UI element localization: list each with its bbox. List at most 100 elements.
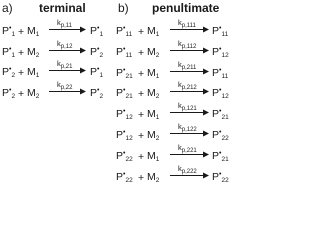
growing-radical: P•1: [2, 46, 15, 59]
plus-sign: +: [138, 109, 145, 122]
product-radical-letter: P: [212, 45, 220, 58]
rate-constant-letter: k: [178, 142, 182, 152]
growing-radical-letter: P: [116, 66, 124, 79]
growing-radical: P•2: [2, 87, 15, 100]
plus-sign: +: [138, 171, 145, 184]
rate-constant-subscript: p,21: [60, 64, 73, 70]
growing-radical-letter: P: [2, 25, 10, 37]
product-radical-radical-mark: •: [219, 66, 222, 74]
growing-radical-subscript: 11: [125, 31, 133, 38]
product-radical-letter: P: [212, 87, 220, 100]
product-radical-radical-mark: •: [219, 129, 222, 136]
rate-constant-letter: k: [57, 79, 61, 89]
reaction-arrow: [49, 88, 86, 94]
rate-constant-letter: k: [178, 59, 182, 69]
reaction-arrow: [170, 151, 209, 158]
growing-radical-subscript: 2: [11, 92, 16, 100]
rate-constant-subscript: p,22: [60, 84, 73, 91]
monomer: M1: [147, 25, 159, 38]
monomer-letter: M: [147, 25, 156, 37]
growing-radical-letter: P: [116, 87, 124, 100]
monomer-letter: M: [147, 108, 156, 121]
reaction-arrow: [49, 47, 86, 53]
growing-radical-letter: P: [116, 45, 124, 58]
rate-constant-letter: k: [178, 163, 182, 173]
product-radical-radical-mark: •: [97, 66, 100, 73]
product-radical-subscript: 22: [221, 176, 229, 184]
product-radical-subscript: 1: [99, 72, 104, 79]
monomer-letter: M: [27, 45, 36, 58]
product-radical-subscript: 12: [221, 93, 229, 101]
product-radical-subscript: 22: [221, 135, 229, 142]
growing-radical-radical-mark: •: [123, 45, 126, 53]
plus-sign: +: [138, 26, 145, 38]
rate-constant-subscript: p,221: [181, 147, 197, 154]
plus-sign: +: [18, 26, 25, 38]
product-radical-radical-mark: •: [219, 45, 222, 53]
growing-radical: P•12: [116, 129, 133, 142]
growing-radical-letter: P: [2, 86, 10, 99]
panel-b-title: penultimate: [152, 1, 220, 15]
rate-constant-subscript: p,12: [60, 43, 73, 50]
plus-sign: +: [138, 88, 145, 101]
monomer: M1: [147, 150, 159, 163]
growing-radical-radical-mark: •: [9, 86, 12, 94]
product-radical-subscript: 2: [99, 51, 104, 59]
growing-radical: P•11: [116, 46, 132, 59]
product-radical-radical-mark: •: [219, 25, 222, 32]
plus-sign: +: [18, 67, 25, 79]
monomer: M2: [27, 87, 39, 100]
monomer-subscript: 2: [155, 176, 160, 184]
arrow-head: [203, 109, 209, 116]
rate-constant: kp,112: [178, 39, 196, 50]
product-radical-subscript: 12: [221, 51, 229, 59]
arrow-head: [203, 88, 209, 95]
product-radical-letter: P: [90, 45, 98, 58]
growing-radical-subscript: 22: [125, 155, 133, 163]
growing-radical: P•1: [2, 25, 15, 38]
growing-radical: P•22: [116, 171, 133, 184]
panel-a-label: a): [2, 1, 13, 15]
monomer-letter: M: [147, 87, 156, 100]
growing-radical-subscript: 1: [11, 51, 16, 59]
rate-constant: kp,221: [178, 143, 197, 154]
growing-radical-subscript: 12: [125, 114, 133, 122]
rate-constant-subscript: p,212: [181, 85, 197, 92]
plus-sign: +: [138, 130, 145, 142]
monomer: M2: [147, 171, 159, 184]
growing-radical: P•22: [116, 150, 133, 163]
arrow-head: [203, 151, 209, 158]
rate-constant-subscript: p,112: [181, 43, 197, 50]
rate-constant: kp,11: [57, 18, 72, 29]
reaction-arrow: [170, 172, 209, 179]
monomer-letter: M: [147, 129, 156, 141]
reaction-arrow: [170, 47, 209, 54]
product-radical: P•1: [90, 66, 103, 79]
monomer: M1: [27, 25, 39, 38]
growing-radical-radical-mark: •: [123, 25, 126, 32]
growing-radical-radical-mark: •: [123, 149, 126, 157]
product-radical: P•12: [212, 87, 229, 100]
reaction-arrow: [170, 26, 209, 33]
product-radical-subscript: 21: [221, 155, 229, 163]
arrow-head: [80, 67, 86, 74]
reaction-arrow: [49, 26, 86, 33]
monomer-subscript: 1: [155, 72, 160, 80]
product-radical-subscript: 21: [221, 114, 229, 122]
product-radical-radical-mark: •: [219, 170, 222, 178]
growing-radical-letter: P: [116, 149, 124, 162]
monomer: M2: [27, 46, 39, 59]
growing-radical-radical-mark: •: [9, 66, 12, 73]
growing-radical-subscript: 22: [125, 176, 133, 184]
monomer-subscript: 1: [155, 31, 160, 38]
arrow-head: [203, 26, 209, 33]
rate-constant-subscript: p,222: [181, 168, 197, 175]
rate-constant-subscript: p,211: [181, 64, 197, 71]
